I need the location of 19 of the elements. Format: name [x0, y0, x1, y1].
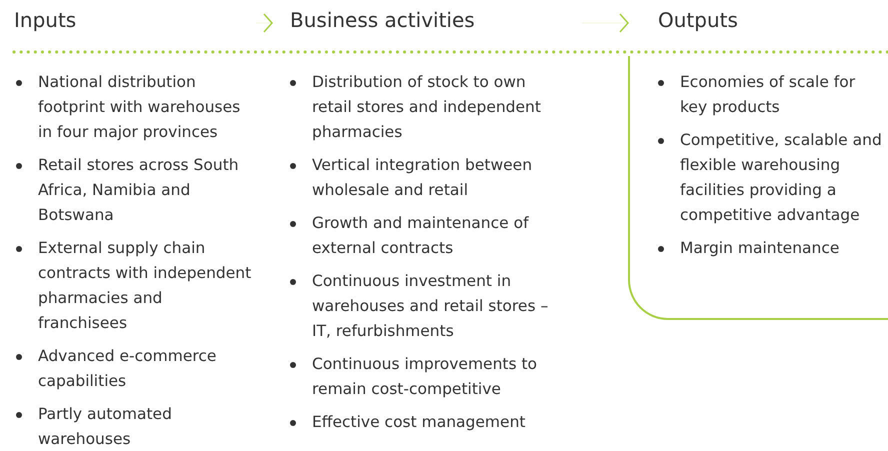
bullet-text: Retail stores across South Africa, Namibia and Botswana — [38, 156, 239, 224]
column-heading: Business activities — [290, 8, 475, 32]
bullet-text: Continuous improvements to remain cost-competitive — [312, 355, 538, 398]
bullet-text: Advanced e-commerce capabilities — [38, 347, 216, 390]
chevron-arrow — [256, 13, 273, 33]
bullet-text: Effective cost management — [312, 413, 526, 431]
column-heading: Inputs — [14, 8, 76, 32]
bullet-text: Economies of scale for key products — [680, 73, 856, 116]
bullet-text: Competitive, scalable and flexible warehousing facilities providing a competitive advantage — [680, 131, 882, 224]
bullet-text: Continuous investment in warehouses and retail stores – IT, refurbishments — [312, 272, 548, 340]
bullet-text: Margin maintenance — [680, 239, 840, 257]
bullet-text: Growth and maintenance of external contracts — [312, 214, 529, 257]
bullet-text: Distribution of stock to own retail stores and independent pharmacies — [312, 73, 541, 141]
bullet-text: National distribution footprint with warehouses in four major provinces — [38, 73, 240, 141]
bullet-text: Partly automated warehouses — [38, 405, 172, 448]
bullet-text: Vertical integration between wholesale and retail — [312, 156, 532, 199]
chevron-arrow — [582, 13, 629, 33]
column-heading: Outputs — [658, 8, 738, 32]
bullet-text: External supply chain contracts with independent pharmacies and franchisees — [38, 239, 252, 332]
